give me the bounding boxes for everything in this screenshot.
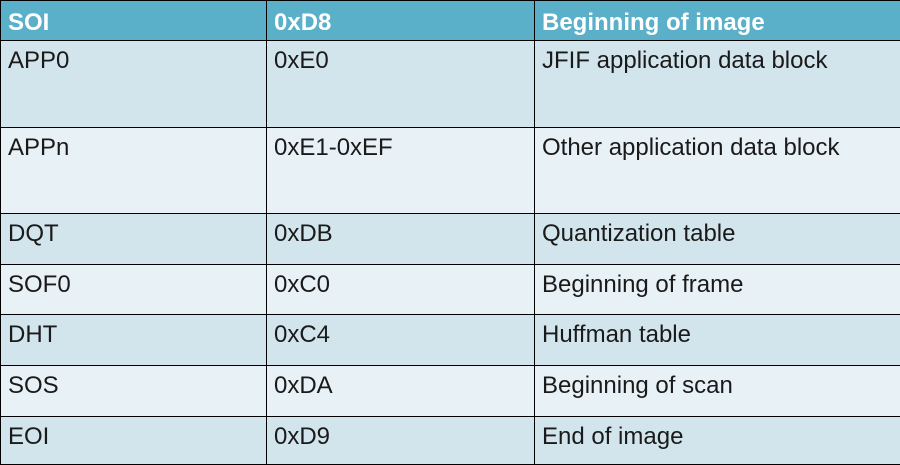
cell-marker: EOI xyxy=(0,415,267,465)
header-cell-description: Beginning of image xyxy=(534,0,900,41)
cell-code: 0xC4 xyxy=(266,314,535,366)
cell-description: Other application data block xyxy=(534,126,900,215)
header-cell-code: 0xD8 xyxy=(266,0,535,41)
cell-code: 0xC0 xyxy=(266,263,535,316)
table-row: SOS 0xDA Beginning of scan xyxy=(0,364,900,417)
cell-description: Huffman table xyxy=(534,314,900,366)
cell-marker: DQT xyxy=(0,213,267,265)
cell-description: Beginning of scan xyxy=(534,364,900,417)
table-row: DQT 0xDB Quantization table xyxy=(0,213,900,265)
cell-code: 0xDA xyxy=(266,364,535,417)
cell-code: 0xE0 xyxy=(266,40,535,128)
table-row: EOI 0xD9 End of image xyxy=(0,415,900,465)
cell-code: 0xD9 xyxy=(266,415,535,465)
table-header-row: SOI 0xD8 Beginning of image xyxy=(0,0,900,41)
cell-description: End of image xyxy=(534,415,900,465)
cell-marker: DHT xyxy=(0,314,267,366)
cell-marker: SOS xyxy=(0,364,267,417)
cell-description: JFIF application data block xyxy=(534,40,900,128)
header-cell-marker: SOI xyxy=(0,0,267,41)
table-row: SOF0 0xC0 Beginning of frame xyxy=(0,263,900,316)
table-row: DHT 0xC4 Huffman table xyxy=(0,314,900,366)
table-row: APPn 0xE1-0xEF Other application data bl… xyxy=(0,126,900,215)
table-row: APP0 0xE0 JFIF application data block xyxy=(0,40,900,128)
cell-marker: APP0 xyxy=(0,40,267,128)
cell-marker: APPn xyxy=(0,126,267,215)
cell-description: Beginning of frame xyxy=(534,263,900,316)
cell-marker: SOF0 xyxy=(0,263,267,316)
cell-description: Quantization table xyxy=(534,213,900,265)
cell-code: 0xE1-0xEF xyxy=(266,126,535,215)
cell-code: 0xDB xyxy=(266,213,535,265)
